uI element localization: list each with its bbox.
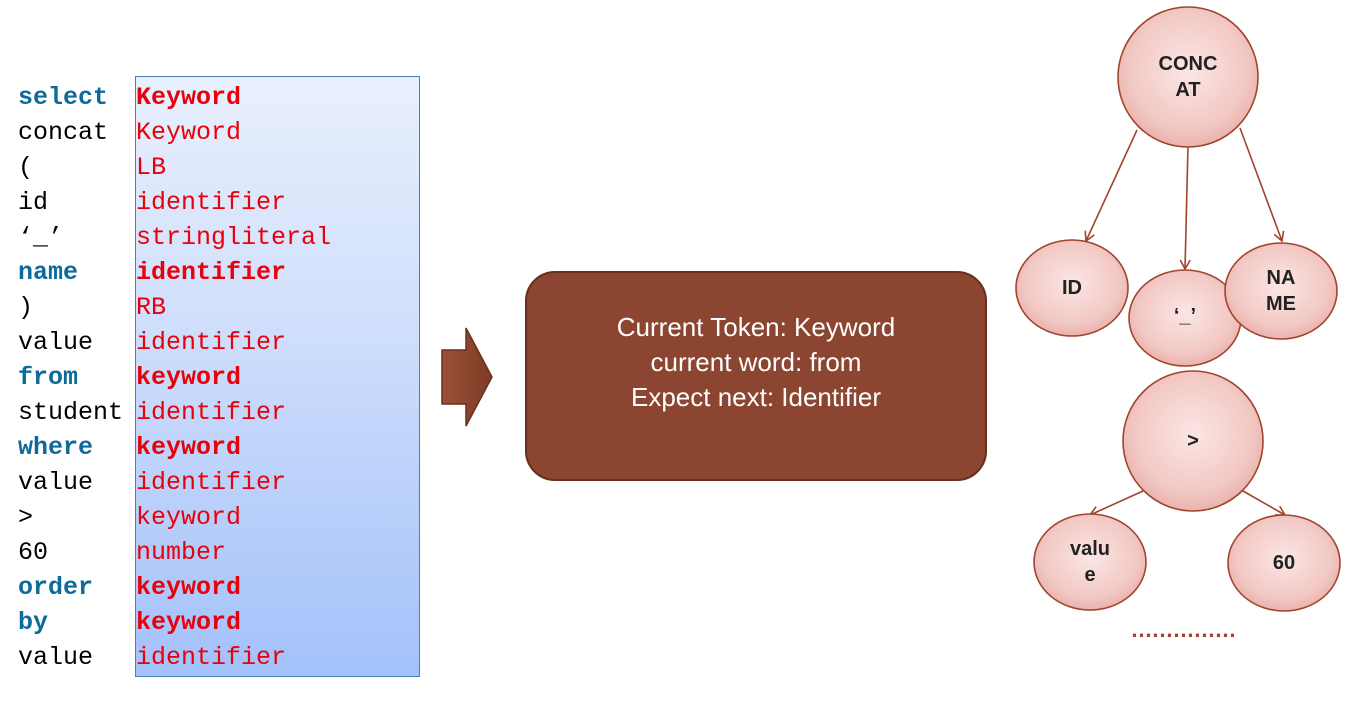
current-token-text: Current Token: Keyword [616, 312, 896, 342]
node-value-label: valu e [1069, 538, 1111, 586]
node-id-label: ID [1062, 277, 1082, 299]
token-word: where [18, 433, 94, 462]
token-row: value identifier [18, 465, 438, 500]
expect-next-text: Expect next: Identifier [630, 382, 882, 412]
token-word: select [18, 83, 109, 112]
token-row: from keyword [18, 360, 438, 395]
token-row: where keyword [18, 430, 438, 465]
token-row: ( LB [18, 150, 438, 185]
token-type: identifier [136, 468, 287, 497]
token-word: 60 [18, 538, 49, 567]
token-word: by [18, 608, 49, 637]
node-gt [1122, 370, 1264, 512]
token-row: ) RB [18, 290, 438, 325]
token-type: keyword [136, 608, 242, 637]
token-word: value [18, 468, 94, 497]
node-concat-label: CONC AT [1158, 53, 1218, 101]
token-type: identifier [136, 398, 287, 427]
node-name [1224, 242, 1338, 340]
token-type: LB [136, 153, 167, 182]
token-word: concat [18, 118, 109, 147]
token-type: identifier [136, 258, 287, 287]
token-row: by keyword [18, 605, 438, 640]
token-word: id [18, 188, 49, 217]
token-type: Keyword [136, 83, 242, 112]
token-row: order keyword [18, 570, 438, 605]
token-row: value identifier [18, 640, 438, 675]
token-row: value identifier [18, 325, 438, 360]
token-word: ‘_’ [18, 223, 64, 252]
token-row: student identifier [18, 395, 438, 430]
token-type: keyword [136, 433, 242, 462]
token-row: 60 number [18, 535, 438, 570]
token-row: > keyword [18, 500, 438, 535]
node-value [1033, 513, 1147, 611]
token-type: Keyword [136, 118, 242, 147]
edge-concat-id [1084, 129, 1138, 243]
token-type: keyword [136, 503, 242, 532]
node-separator-label: ‘_’ [1173, 305, 1197, 327]
token-row: id identifier [18, 185, 438, 220]
token-type: keyword [136, 363, 242, 392]
token-word: > [18, 503, 34, 532]
token-word: ) [18, 293, 34, 322]
transition-arrow [441, 327, 493, 427]
token-word: value [18, 328, 94, 357]
token-type: stringliteral [136, 223, 332, 252]
edge-concat-sep [1179, 145, 1191, 271]
token-type: RB [136, 293, 167, 322]
token-type: keyword [136, 573, 242, 602]
parser-state-box: Current Token: Keyword current word: fro… [525, 271, 987, 481]
token-word: ( [18, 153, 34, 182]
node-60-label: 60 [1272, 552, 1296, 574]
node-name-label: NA ME [1266, 267, 1296, 315]
token-row: select Keyword [18, 80, 438, 115]
node-concat [1117, 6, 1259, 148]
token-word: name [18, 258, 79, 287]
token-word: value [18, 643, 94, 672]
token-type: identifier [136, 328, 287, 357]
tree-continuation-ellipsis: …………… [1130, 617, 1237, 642]
token-word: from [18, 363, 79, 392]
token-word: order [18, 573, 94, 602]
token-row: ‘_’ stringliteral [18, 220, 438, 255]
node-60 [1227, 514, 1341, 612]
edge-gt-value [1088, 490, 1144, 517]
edge-concat-name [1239, 127, 1285, 243]
token-word: student [18, 398, 124, 427]
token-row: name identifier [18, 255, 438, 290]
edge-gt-60 [1242, 490, 1287, 516]
token-type: identifier [136, 188, 287, 217]
current-word-text: current word: from [650, 347, 862, 377]
token-panel [135, 76, 420, 677]
node-id [1015, 239, 1129, 337]
token-row: concat Keyword [18, 115, 438, 150]
token-type: identifier [136, 643, 287, 672]
token-type: number [136, 538, 227, 567]
node-gt-label: > [1187, 430, 1199, 452]
